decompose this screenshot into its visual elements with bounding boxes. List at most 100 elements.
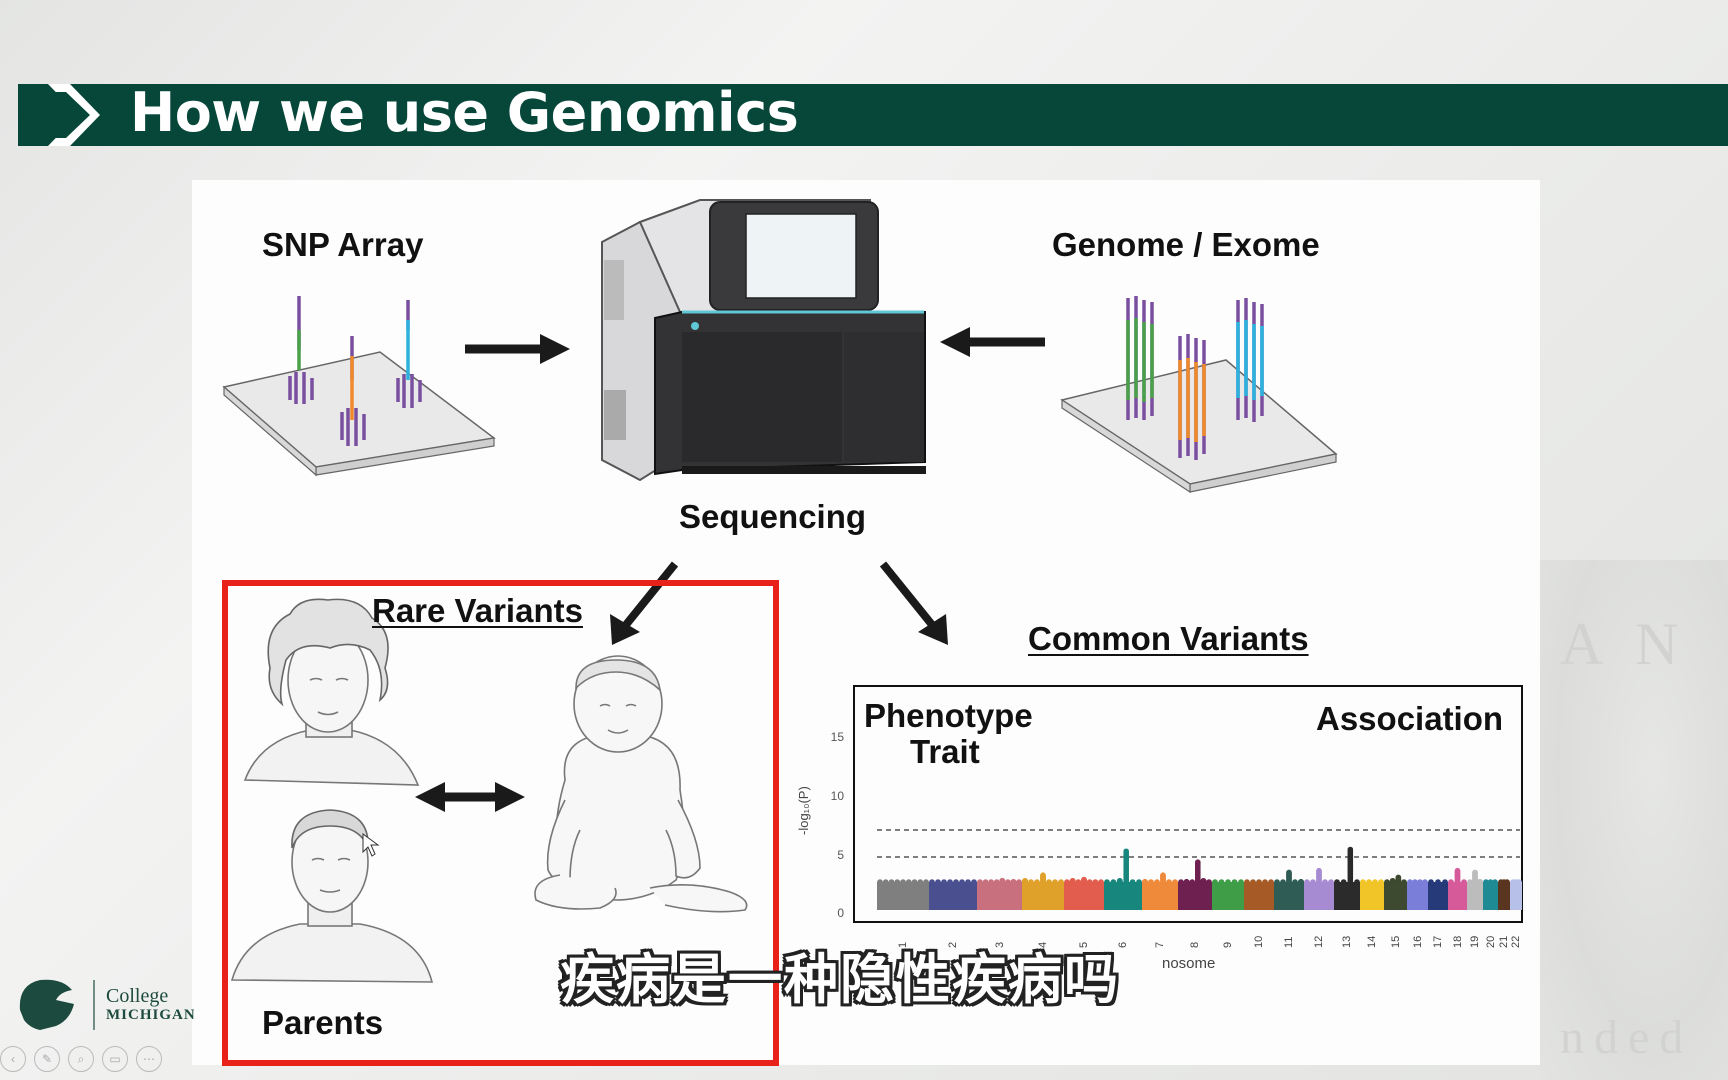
snp-point xyxy=(1231,879,1238,885)
snp-point xyxy=(1477,879,1483,885)
snp-point xyxy=(1334,879,1340,885)
snp-array-slide xyxy=(222,296,496,477)
chr-8-band xyxy=(1178,882,1212,910)
snp-point xyxy=(1366,879,1372,885)
snp-point xyxy=(1417,879,1423,885)
snp-point xyxy=(977,879,983,885)
snp-point xyxy=(911,879,918,885)
caption-overlap-letter: R xyxy=(560,955,582,988)
sequencing-label: Sequencing xyxy=(679,498,867,535)
zoom-icon[interactable]: ⌕ xyxy=(68,1046,94,1072)
snp-point xyxy=(1316,867,1322,874)
father-illustration xyxy=(230,809,434,983)
snp-point xyxy=(1154,879,1160,885)
snp-point xyxy=(1487,879,1494,885)
snp-point xyxy=(988,879,994,885)
chr-16-band xyxy=(1407,882,1428,910)
snp-point xyxy=(965,879,971,885)
snp-point xyxy=(982,879,989,885)
snp-point xyxy=(1467,879,1473,885)
snp-point xyxy=(1034,879,1040,885)
snp-point xyxy=(1401,879,1407,885)
snp-point xyxy=(1104,879,1110,885)
chr-14-band xyxy=(1360,882,1384,910)
snp-point xyxy=(882,879,889,885)
parents-label: Parents xyxy=(262,1004,384,1041)
snp-point xyxy=(1160,872,1166,878)
snp-point xyxy=(1123,848,1129,855)
snp-point xyxy=(1347,846,1354,853)
pen-icon[interactable]: ✎ xyxy=(34,1046,60,1072)
snp-point xyxy=(1286,869,1292,876)
snp-point xyxy=(1372,879,1378,885)
snp-point xyxy=(1274,879,1280,885)
snp-point xyxy=(1058,879,1064,885)
snp-point xyxy=(1238,879,1244,885)
snp-point xyxy=(1422,879,1428,885)
snp-point xyxy=(1129,879,1136,885)
snp-point xyxy=(888,879,895,885)
snp-point xyxy=(1298,879,1304,885)
snp-point xyxy=(1340,879,1347,885)
snp-point xyxy=(1360,879,1366,885)
manhattan-plot-frame xyxy=(853,685,1523,923)
snp-point xyxy=(1218,879,1225,885)
slides-icon[interactable]: ▭ xyxy=(102,1046,128,1072)
snp-point xyxy=(1183,879,1190,885)
snp-point xyxy=(1052,879,1058,885)
snp-point xyxy=(894,879,901,885)
snp-point xyxy=(1448,879,1454,885)
snp-point xyxy=(1148,879,1154,885)
snp-point xyxy=(1086,879,1093,885)
video-subtitle: 疾病是一种隐性疾病吗 xyxy=(560,948,1120,1011)
snp-point xyxy=(1492,879,1498,885)
sequencer-machine xyxy=(601,199,926,482)
snp-point xyxy=(947,879,953,885)
snp-point xyxy=(1092,879,1099,885)
chr-10-band xyxy=(1244,882,1274,910)
snp-point xyxy=(1244,879,1250,885)
snp-point xyxy=(935,879,941,885)
snp-point xyxy=(999,877,1006,884)
ytick-15: 15 xyxy=(830,730,844,744)
snp-point xyxy=(905,879,912,885)
snp-point xyxy=(1461,879,1467,885)
rare-variants-highlight-box xyxy=(222,580,779,1066)
prev-icon[interactable]: ‹ xyxy=(0,1046,26,1072)
snp-array-label: SNP Array xyxy=(262,226,424,263)
snp-point xyxy=(1310,879,1316,885)
genome-exome-slide xyxy=(1060,296,1338,494)
snp-point xyxy=(953,879,959,885)
watermark-text-top: A N xyxy=(1560,611,1689,677)
more-icon[interactable]: ⋯ xyxy=(136,1046,162,1072)
snp-point xyxy=(1117,877,1123,884)
snp-point xyxy=(1389,877,1396,884)
snp-point xyxy=(1005,879,1011,885)
logo-line-college: College xyxy=(106,985,169,1007)
chr-17-band xyxy=(1428,882,1448,910)
snp-point xyxy=(959,879,965,885)
chr-12-band xyxy=(1304,882,1334,910)
snp-point xyxy=(900,879,906,885)
snp-point xyxy=(1483,879,1489,885)
chr-13-band xyxy=(1334,882,1360,910)
chr-22-band xyxy=(1510,882,1522,910)
slideshow-toolbar: ‹ ✎ ⌕ ▭ ⋯ xyxy=(0,1046,162,1076)
snp-point xyxy=(1412,879,1418,885)
snp-point xyxy=(917,879,924,885)
snp-point xyxy=(971,879,977,885)
snp-point xyxy=(993,879,1000,885)
snp-point xyxy=(1292,879,1298,885)
chr-19-band xyxy=(1467,882,1483,910)
plot-association-label: Association xyxy=(1316,700,1504,737)
chr-9-band xyxy=(1212,882,1244,910)
snp-point xyxy=(1178,879,1184,885)
snp-point xyxy=(1189,879,1195,885)
chr-3-band xyxy=(977,882,1022,910)
snp-point xyxy=(1098,879,1104,885)
snp-point xyxy=(1268,879,1274,885)
snp-point xyxy=(1504,879,1510,885)
snp-point xyxy=(1200,877,1207,884)
snp-point xyxy=(1040,872,1046,878)
